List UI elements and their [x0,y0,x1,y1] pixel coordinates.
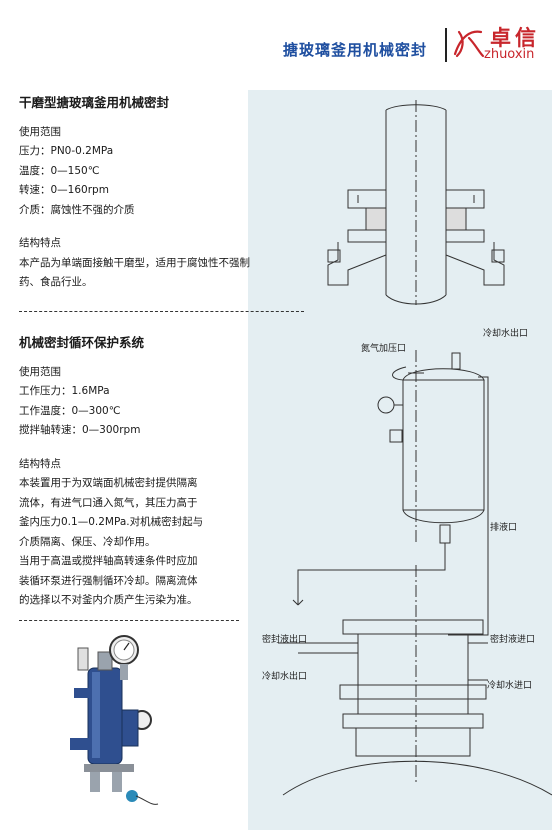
label-cooling-water-outlet: 冷却水出口 [262,672,308,682]
diagram-background [248,90,552,830]
spec-line: 转速：0—160rpm [19,184,109,196]
feature-line: 装循环泵进行强制循环冷却。隔离流体 [19,574,198,587]
scope-heading: 使用范围 [19,125,61,138]
label-seal-fluid-outlet: 密封液出口 [262,635,308,645]
lower-seal-drawing [278,565,552,796]
section-circulation-system: 机械密封循环保护系统 使用范围 工作压力：1.6MPa 工作温度：0—300℃ … [19,333,203,611]
piping-drawing [292,376,489,636]
label-cooling-water-outlet-top: 冷却水出口 [483,329,529,339]
circulation-device-image [70,635,159,805]
spec-line: 工作温度：0—300℃ [19,404,121,417]
buffer-tank-drawing [377,350,485,545]
feature-line: 当用于高温或搅拌轴高转速条件时应加 [19,555,198,567]
features-heading: 结构特点 [19,457,61,470]
logo-icon [453,30,485,58]
mechanical-seal-drawing [327,100,505,305]
feature-line: 流体，有进气口通入氮气，其压力高于 [19,496,198,509]
feature-line: 药、食品行业。 [19,276,93,288]
feature-line: 本装置用于为双端面机械密封提供隔离 [19,477,198,489]
logo-text-en: zhuoxin [484,47,535,62]
divider [19,311,304,312]
label-cooling-water-inlet: 冷却水进口 [487,681,533,691]
section-title: 机械密封循环保护系统 [19,335,145,350]
spec-line: 介质：腐蚀性不强的介质 [19,203,135,216]
spec-line: 工作压力：1.6MPa [19,385,110,397]
label-drain: 排液口 [490,523,518,533]
feature-line: 釜内压力0.1—0.2MPa.对机械密封起与 [19,516,204,528]
feature-line: 介质隔离、保压、冷却作用。 [19,535,156,548]
features-heading: 结构特点 [19,237,61,249]
spec-line: 压力：PN0-0.2MPa [19,145,114,157]
spec-line: 搅拌轴转速：0—300rpm [19,424,141,436]
seal-system-drawing [278,100,552,796]
feature-line: 本产品为单端面接触干磨型，适用于腐蚀性不强制 [19,256,250,269]
header-title: 搪玻璃釜用机械密封 [283,41,428,59]
spec-line: 温度：0—150℃ [19,164,100,177]
divider [19,620,239,621]
header-divider [445,28,447,62]
section-title: 干磨型搪玻璃釜用机械密封 [19,95,170,110]
scope-heading: 使用范围 [19,365,61,378]
logo-text-cn: 卓信 [490,26,540,50]
label-nitrogen-inlet: 氮气加压口 [361,344,407,354]
label-seal-fluid-inlet: 密封液进口 [490,635,536,645]
section-dry-seal: 干磨型搪玻璃釜用机械密封 使用范围 压力：PN0-0.2MPa 温度：0—150… [19,93,250,293]
feature-line: 的选择以不对釜内介质产生污染为准。 [19,594,198,606]
